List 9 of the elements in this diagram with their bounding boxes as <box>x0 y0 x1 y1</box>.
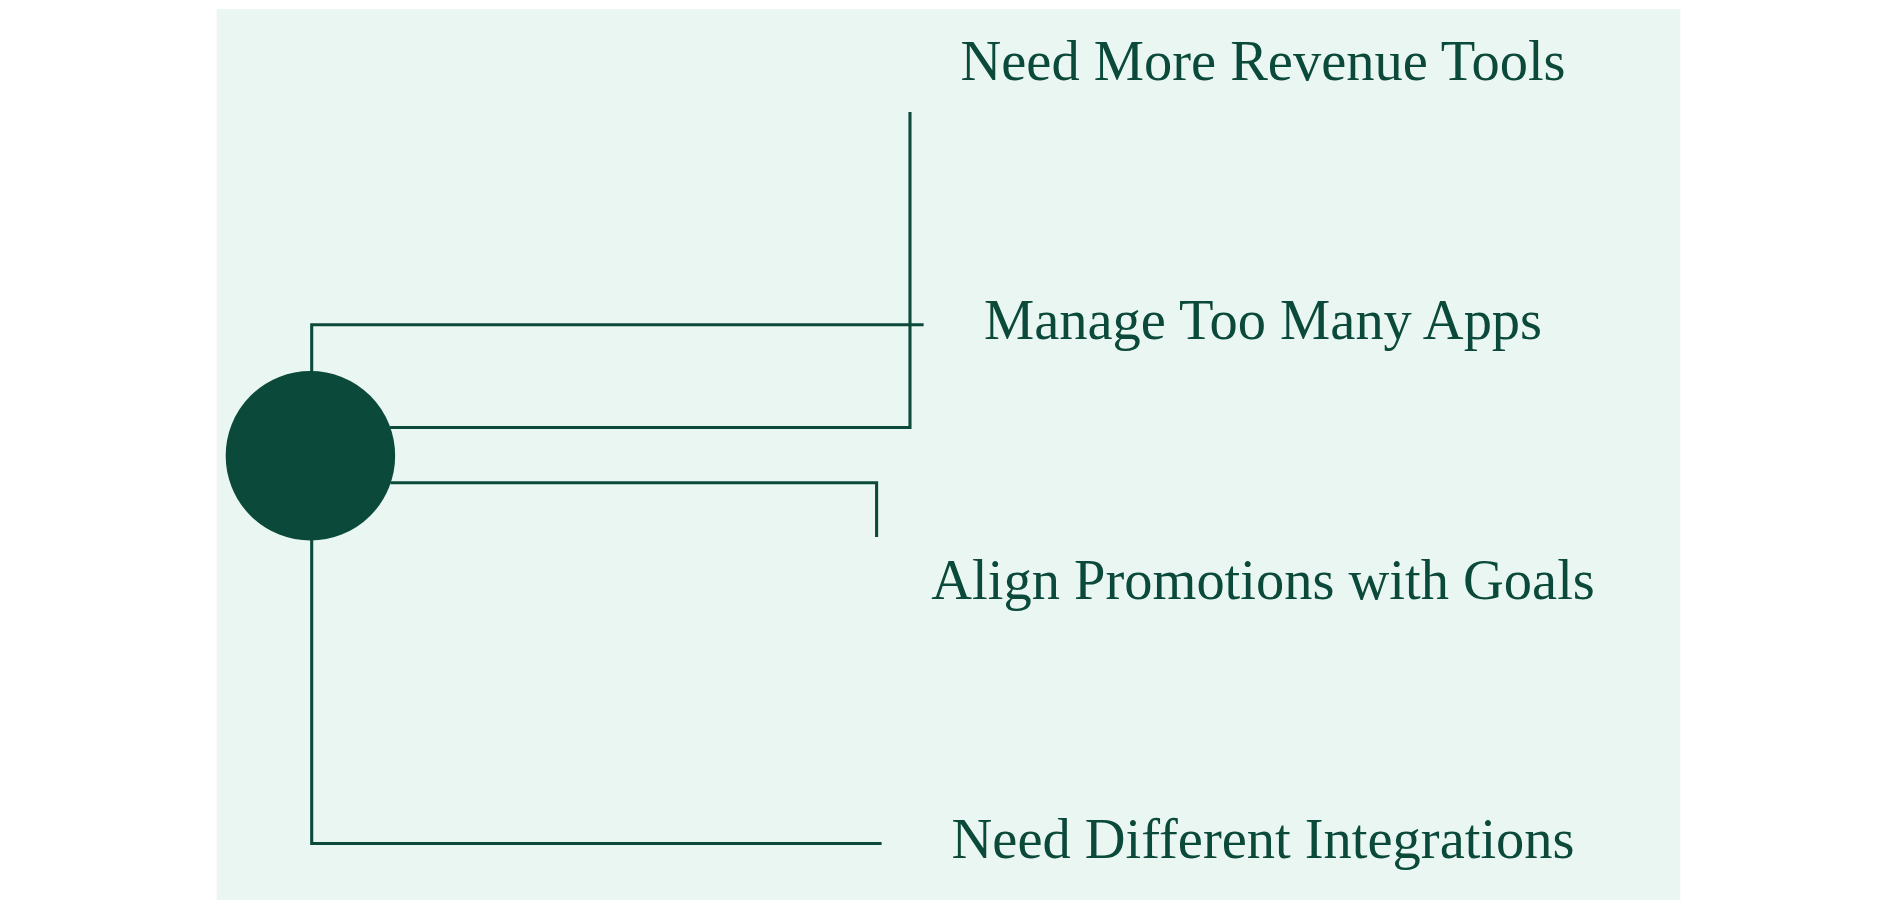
connector <box>309 539 882 845</box>
node-text: Align Promotions with Goals <box>930 548 1595 611</box>
connector <box>389 480 878 537</box>
node-text: Manage Too Many Apps <box>983 288 1542 351</box>
node-text: Need More Revenue Tools <box>960 29 1566 92</box>
connector <box>389 111 911 429</box>
node-circle <box>225 370 395 540</box>
connector <box>309 322 924 372</box>
node-text: Need Different Integrations <box>951 807 1575 870</box>
